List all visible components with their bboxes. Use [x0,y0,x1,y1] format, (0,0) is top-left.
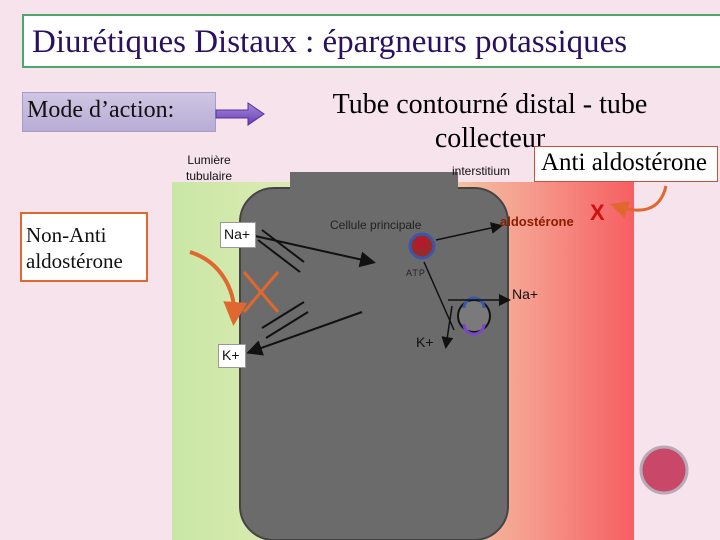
page-title: Diurétiques Distaux : épargneurs potassi… [32,24,628,60]
na-entry-arrow [254,235,376,268]
k-entry-arrow [441,305,454,349]
na-k-pump [457,299,491,333]
orange-curved-arrow [189,250,248,326]
orange-curved-arrow-right [610,185,668,219]
decorative-circle [639,445,689,495]
lumiere-line1: Lumière [187,153,231,167]
aldosterone-label: aldostérone [500,214,574,229]
tube-title-line2: collecteur [434,123,546,154]
k-left-label: K+ [222,347,240,363]
na-right-label: Na+ [512,286,539,302]
cell-principale-label: Cellule principale [330,218,422,232]
k-left-badge [218,344,246,368]
anti-aldosterone-label: Anti aldostérone [541,149,707,176]
tube-title-line1: Tube contourné distal - tube [332,89,648,120]
block-x-2 [242,271,280,313]
k-right-label: K+ [416,334,434,350]
interstitium-label: interstitium [452,164,511,178]
receptor-label: R [416,236,428,253]
tube-title: Tube contourné distal - tube collecteur [300,88,680,156]
na-left-badge [220,222,256,248]
receptor-circle [408,232,436,260]
purple-arrow-icon [215,102,265,126]
k-exit-arrow [246,311,363,356]
non-anti-aldosterone-box: Non-Anti aldostérone [20,212,148,282]
mode-action-box: Mode d’action: [22,92,216,132]
non-anti-text: Non-Anti aldostérone [26,222,123,274]
mode-action-label: Mode d’action: [27,97,175,123]
anti-x-mark: X [590,200,605,225]
atp-label: ATP [406,268,426,278]
na-left-label: Na+ [224,226,251,242]
lumiere-line2: tubulaire [186,169,233,183]
non-anti-line2: aldostérone [26,249,123,273]
non-anti-line1: Non-Anti [26,223,107,247]
anti-aldosterone-box: Anti aldostérone [534,146,718,182]
lumiere-label: Lumière tubulaire [186,152,232,184]
title-box: Diurétiques Distaux : épargneurs potassi… [22,14,720,68]
tight-junction [290,172,458,192]
